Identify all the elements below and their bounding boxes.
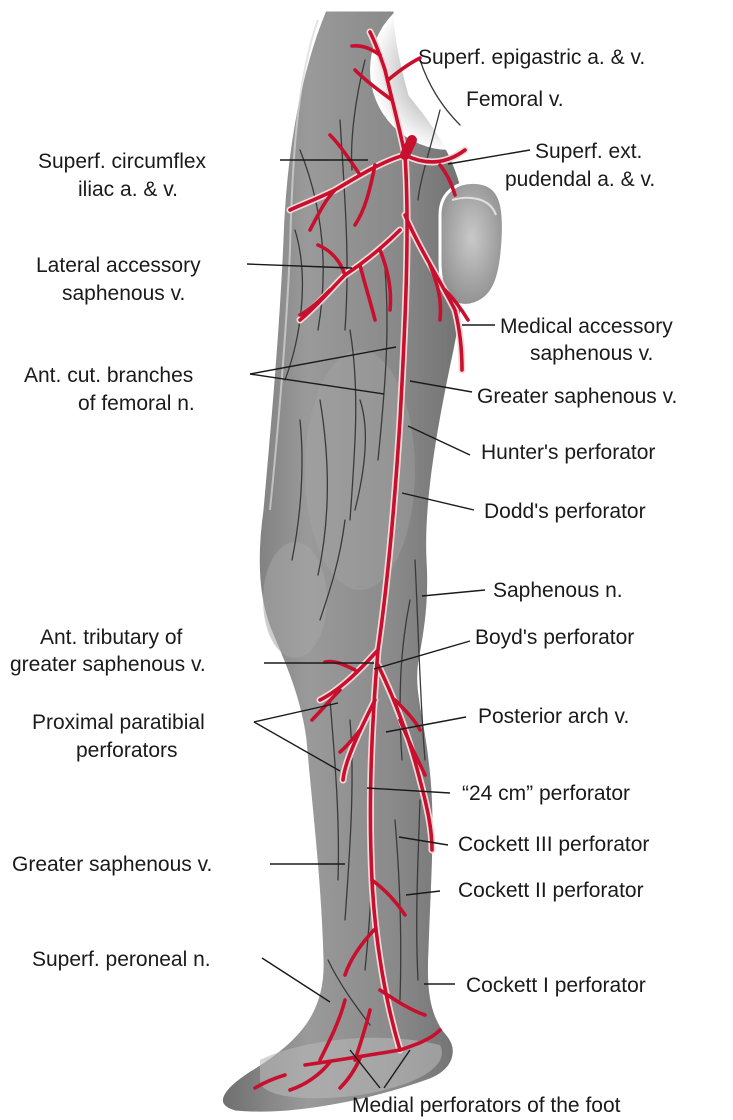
label-femoral-vein: Femoral v. [466, 88, 564, 111]
scrotum-shape [440, 182, 503, 305]
label-cockett-iii-perforator: Cockett III perforator [458, 833, 649, 856]
label-superf-epigastric: Superf. epigastric a. & v. [418, 46, 645, 69]
label-superf-ext-pudendal-line1: Superf. ext. [535, 140, 642, 163]
label-ant-cut-branches-line2: of femoral n. [78, 392, 195, 415]
label-superf-ext-pudendal-line2: pudendal a. & v. [505, 168, 655, 191]
label-superf-peroneal-nerve: Superf. peroneal n. [32, 948, 211, 971]
label-greater-saphenous-lower: Greater saphenous v. [12, 853, 212, 876]
label-ant-tributary-line1: Ant. tributary of [40, 626, 183, 649]
label-lateral-accessory-line1: Lateral accessory [36, 254, 201, 277]
label-medial-perforators-foot: Medial perforators of the foot [352, 1094, 621, 1117]
label-dodds-perforator: Dodd's perforator [484, 500, 646, 523]
label-greater-saphenous-upper: Greater saphenous v. [477, 385, 677, 408]
label-proximal-paratibial-line2: perforators [76, 739, 178, 762]
label-saphenous-nerve: Saphenous n. [493, 579, 623, 602]
label-superf-circumflex-line2: iliac a. & v. [78, 178, 178, 201]
label-cockett-ii-perforator: Cockett II perforator [458, 879, 644, 902]
label-24cm-perforator: “24 cm” perforator [462, 782, 630, 805]
label-posterior-arch-vein: Posterior arch v. [478, 705, 629, 728]
label-proximal-paratibial-line1: Proximal paratibial [32, 711, 205, 734]
label-ant-cut-branches-line1: Ant. cut. branches [24, 364, 193, 387]
label-cockett-i-perforator: Cockett I perforator [466, 974, 646, 997]
label-ant-tributary-line2: greater saphenous v. [10, 653, 206, 676]
label-hunters-perforator: Hunter's perforator [481, 441, 655, 464]
label-medical-accessory-line1: Medical accessory [500, 315, 673, 338]
label-superf-circumflex-line1: Superf. circumflex [38, 150, 207, 173]
label-lateral-accessory-line2: saphenous v. [62, 282, 185, 305]
label-boyds-perforator: Boyd's perforator [475, 626, 634, 649]
label-medical-accessory-line2: saphenous v. [530, 342, 653, 365]
